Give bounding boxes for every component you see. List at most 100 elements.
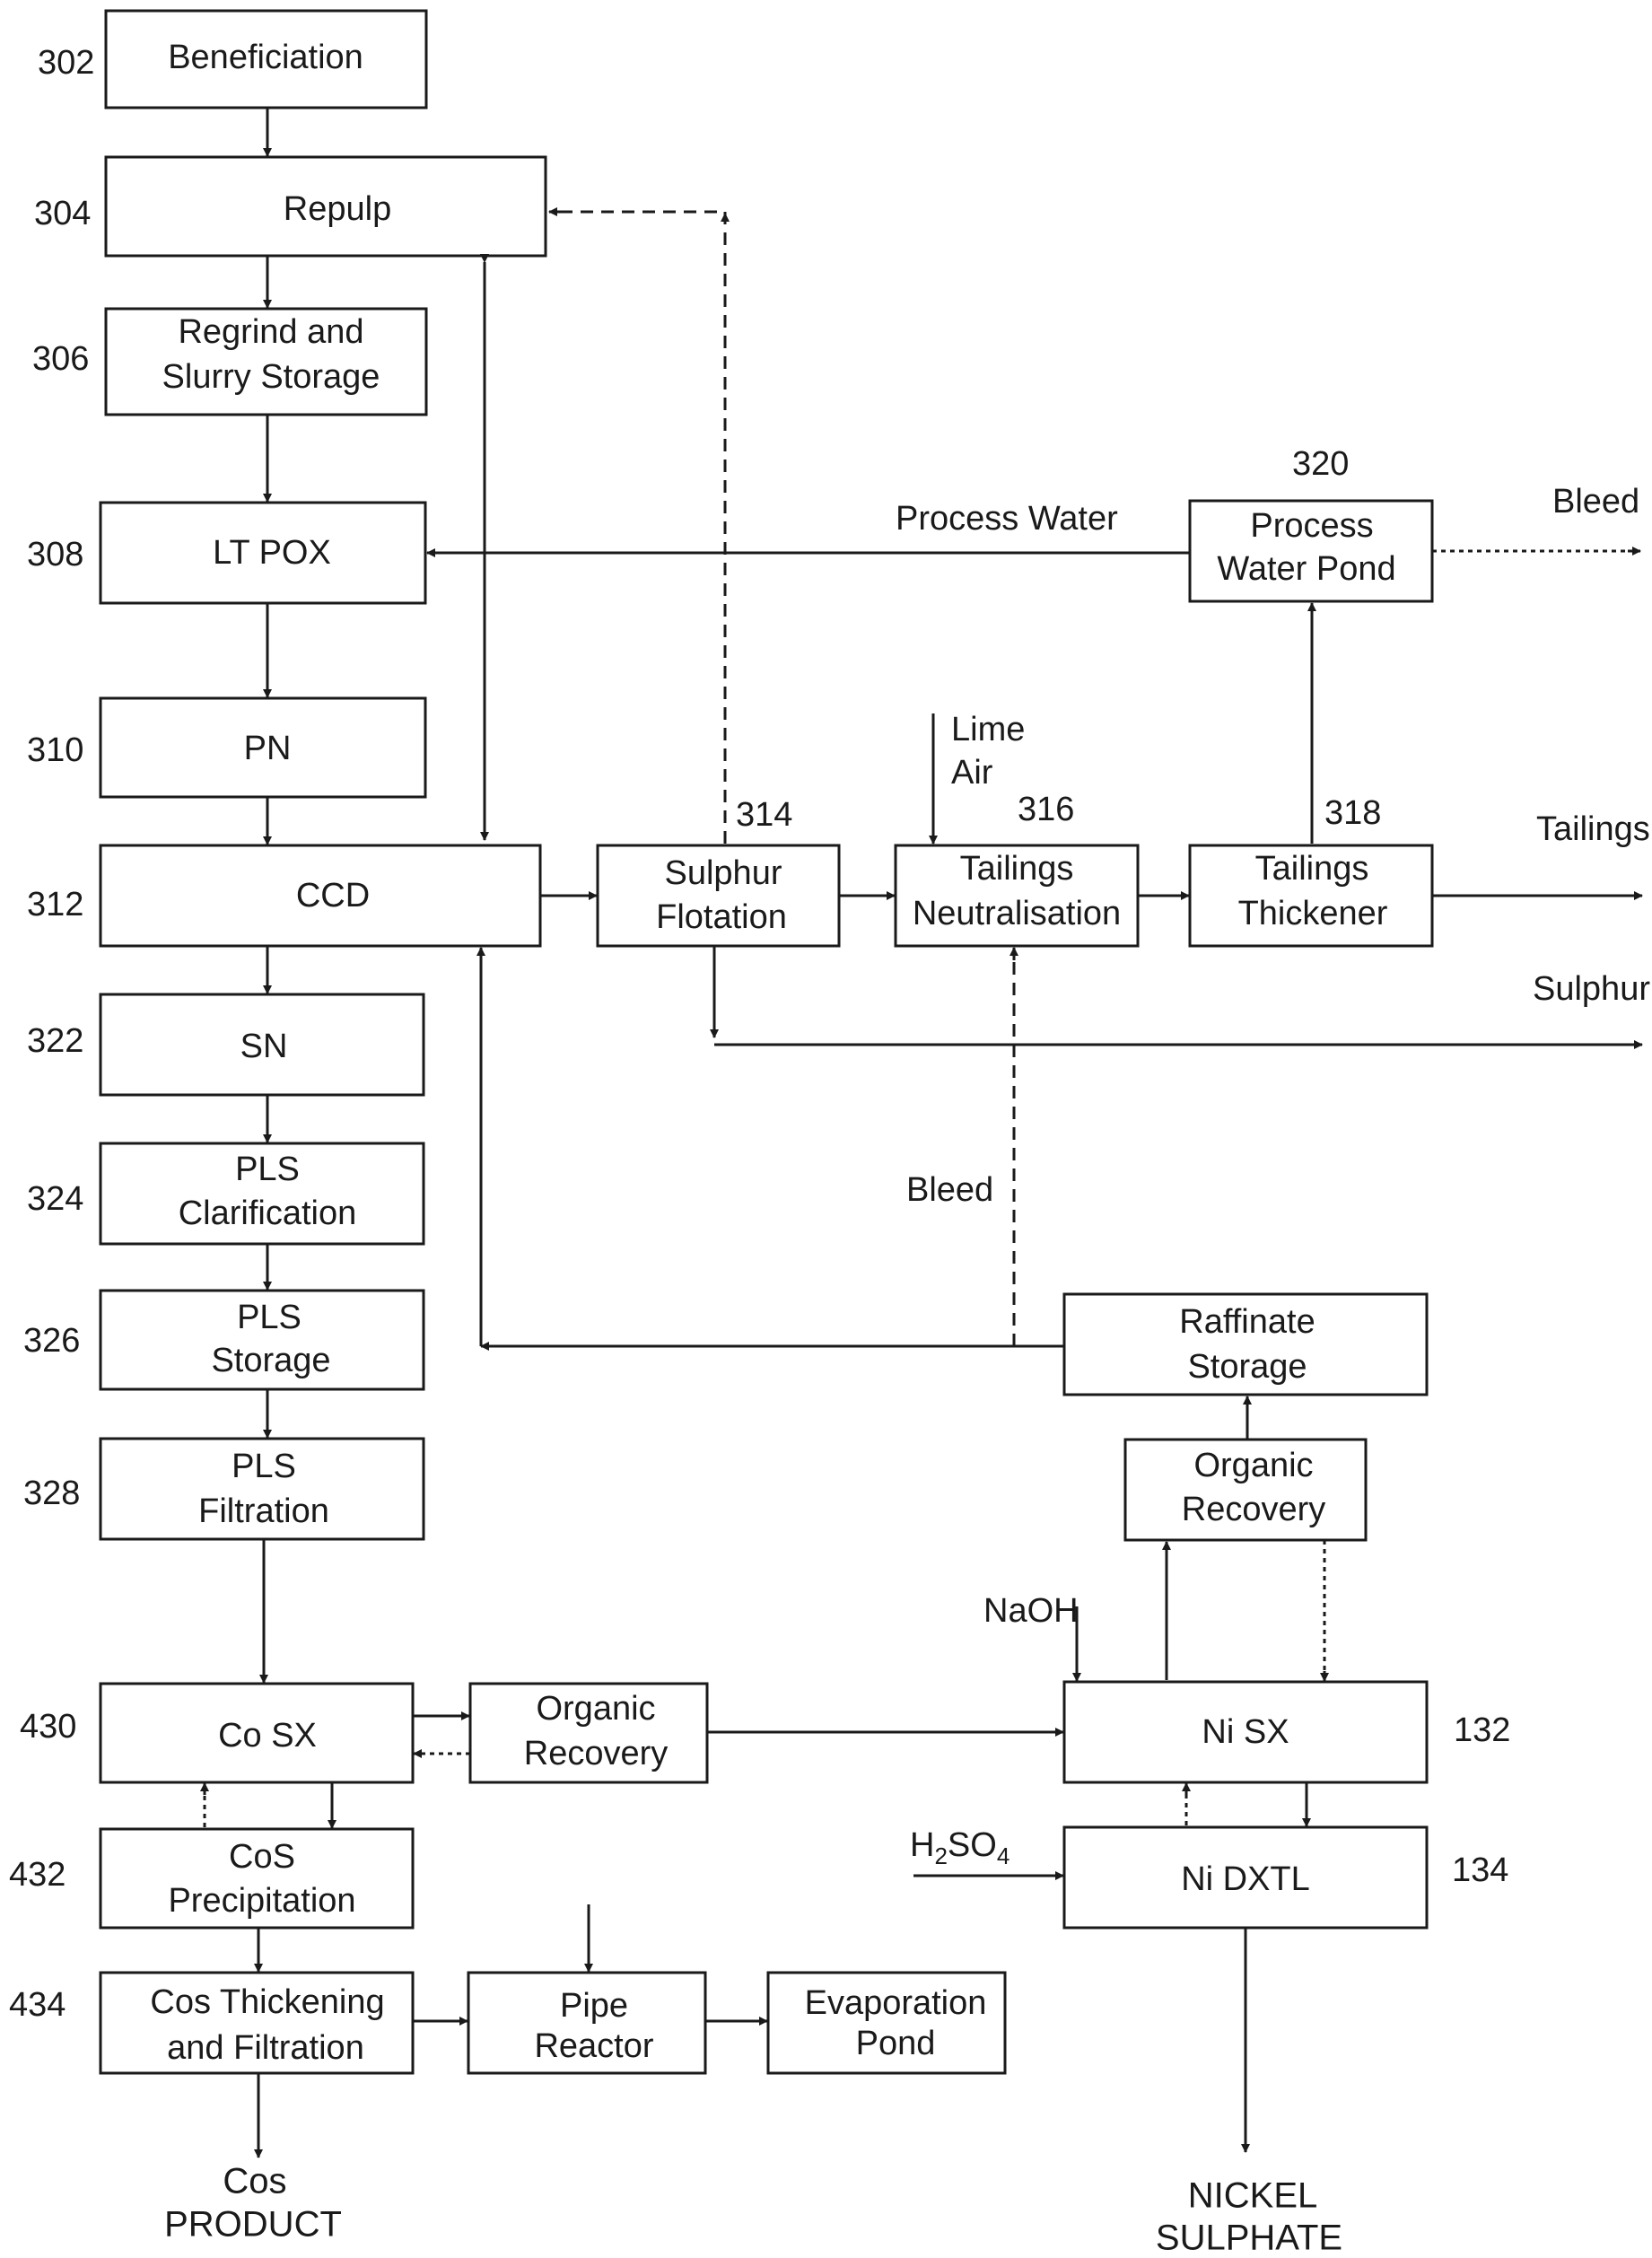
cos-product-line1: Cos [223, 2162, 286, 2201]
svg-text:PLS: PLS [237, 1299, 302, 1336]
svg-text:Regrind and: Regrind and [178, 313, 363, 351]
svg-text:Recovery: Recovery [524, 1735, 669, 1772]
svg-text:Beneficiation: Beneficiation [168, 39, 363, 76]
svg-text:Thickener: Thickener [1238, 895, 1388, 932]
svg-text:Tailings: Tailings [1255, 850, 1369, 888]
svg-text:Precipitation: Precipitation [168, 1882, 355, 1920]
box-repulp: Repulp 304 [34, 155, 547, 258]
svg-text:Repulp: Repulp [284, 190, 391, 228]
lime-label: Lime [951, 711, 1025, 748]
box-cos-precipitation: CoS Precipitation 432 [9, 1827, 415, 1930]
sulphur-recycle-dashed [548, 207, 730, 844]
bleed-mid-label: Bleed [906, 1171, 993, 1209]
svg-text:134: 134 [1452, 1851, 1508, 1889]
svg-text:434: 434 [9, 1986, 66, 2024]
box-ltpox: LT POX 308 [27, 501, 427, 605]
box-sulphur-flotation: Sulphur Flotation 314 [596, 796, 841, 948]
svg-text:306: 306 [32, 340, 89, 378]
process-water-label: Process Water [896, 500, 1118, 538]
svg-text:Storage: Storage [211, 1342, 330, 1379]
box-tailings-thickener: Tailings Thickener 318 [1188, 794, 1434, 948]
svg-text:Evaporation: Evaporation [805, 1984, 987, 2022]
svg-text:316: 316 [1018, 791, 1074, 828]
box-organic-recovery-ni: Organic Recovery [1123, 1438, 1368, 1542]
svg-text:Neutralisation: Neutralisation [913, 895, 1121, 932]
svg-text:132: 132 [1454, 1711, 1510, 1749]
svg-text:Filtration: Filtration [198, 1492, 329, 1530]
box-cos-thickening: Cos Thickening and Filtration 434 [9, 1971, 415, 2075]
svg-text:CoS: CoS [229, 1838, 295, 1876]
box-ni-sx: Ni SX 132 [1062, 1680, 1510, 1784]
svg-text:Flotation: Flotation [656, 898, 787, 936]
svg-text:432: 432 [9, 1856, 66, 1894]
svg-text:Organic: Organic [1193, 1447, 1313, 1484]
h2so4-label: H2SO4 [910, 1826, 1010, 1869]
svg-text:318: 318 [1324, 794, 1381, 832]
svg-text:PLS: PLS [235, 1151, 300, 1188]
box-beneficiation: Beneficiation 302 [38, 9, 428, 109]
nickel-sulphate-line1: NICKEL [1188, 2176, 1318, 2216]
left-column-arrows [259, 108, 272, 1684]
air-label: Air [951, 754, 993, 792]
svg-text:Tailings: Tailings [960, 850, 1074, 888]
svg-text:Recovery: Recovery [1182, 1491, 1326, 1528]
svg-text:LT POX: LT POX [213, 534, 331, 572]
box-process-water-pond: Process Water Pond 320 [1188, 445, 1434, 603]
svg-text:Reactor: Reactor [534, 2027, 653, 2065]
svg-text:310: 310 [27, 731, 83, 769]
box-evaporation-pond: Evaporation Pond [766, 1971, 1007, 2075]
svg-text:Process: Process [1250, 507, 1373, 545]
box-co-sx: Co SX 430 [20, 1682, 415, 1784]
svg-text:PLS: PLS [232, 1448, 296, 1485]
svg-text:Co SX: Co SX [218, 1717, 317, 1755]
box-organic-recovery-co: Organic Recovery [468, 1682, 709, 1784]
svg-text:Slurry Storage: Slurry Storage [162, 358, 380, 396]
svg-text:324: 324 [27, 1180, 83, 1218]
svg-text:Pond: Pond [856, 2025, 936, 2062]
svg-text:CCD: CCD [296, 877, 370, 915]
svg-text:326: 326 [23, 1322, 80, 1360]
svg-text:Pipe: Pipe [560, 1987, 628, 2025]
box-tailings-neutralisation: Tailings Neutralisation 316 [894, 791, 1140, 948]
svg-text:302: 302 [38, 44, 94, 82]
svg-text:Storage: Storage [1187, 1348, 1307, 1386]
nickel-sulphate-line2: SULPHATE [1156, 2219, 1342, 2258]
svg-text:314: 314 [736, 796, 792, 834]
svg-text:320: 320 [1292, 445, 1349, 483]
svg-text:Ni DXTL: Ni DXTL [1181, 1860, 1310, 1898]
raffinate-to-ccd-return [476, 947, 1064, 1351]
svg-text:Sulphur: Sulphur [665, 854, 782, 892]
svg-text:312: 312 [27, 886, 83, 923]
bleed-top-label: Bleed [1552, 483, 1639, 521]
svg-text:Clarification: Clarification [179, 1195, 357, 1232]
box-ccd: CCD 312 [27, 844, 542, 948]
box-regrind: Regrind and Slurry Storage 306 [32, 307, 428, 416]
box-pls-clarification: PLS Clarification 324 [27, 1142, 425, 1246]
svg-text:322: 322 [27, 1022, 83, 1060]
svg-text:SN: SN [240, 1028, 288, 1065]
svg-text:Raffinate: Raffinate [1179, 1303, 1315, 1341]
svg-text:PN: PN [244, 730, 292, 767]
svg-text:and Filtration: and Filtration [167, 2029, 364, 2067]
svg-text:Organic: Organic [536, 1690, 655, 1728]
box-pls-filtration: PLS Filtration 328 [23, 1437, 425, 1541]
svg-text:Water Pond: Water Pond [1217, 550, 1395, 588]
svg-text:430: 430 [20, 1708, 76, 1746]
svg-text:Ni SX: Ni SX [1202, 1713, 1289, 1751]
sulphur-out-arrow [710, 946, 1643, 1049]
tailings-label: Tailings [1536, 810, 1650, 848]
box-pls-storage: PLS Storage 326 [23, 1289, 425, 1391]
box-ni-dxtl: Ni DXTL 134 [1062, 1825, 1508, 1930]
box-pipe-reactor: Pipe Reactor [467, 1971, 707, 2075]
svg-text:308: 308 [27, 536, 83, 573]
box-raffinate-storage: Raffinate Storage [1062, 1292, 1429, 1396]
cos-product-line2: PRODUCT [164, 2205, 342, 2245]
sulphur-label: Sulphur [1533, 970, 1650, 1008]
svg-text:328: 328 [23, 1475, 80, 1512]
svg-text:304: 304 [34, 195, 91, 232]
box-sn: SN 322 [27, 993, 425, 1097]
box-pn: PN 310 [27, 696, 427, 799]
naoh-label: NaOH [983, 1592, 1079, 1630]
svg-text:Cos Thickening: Cos Thickening [150, 1983, 384, 2021]
